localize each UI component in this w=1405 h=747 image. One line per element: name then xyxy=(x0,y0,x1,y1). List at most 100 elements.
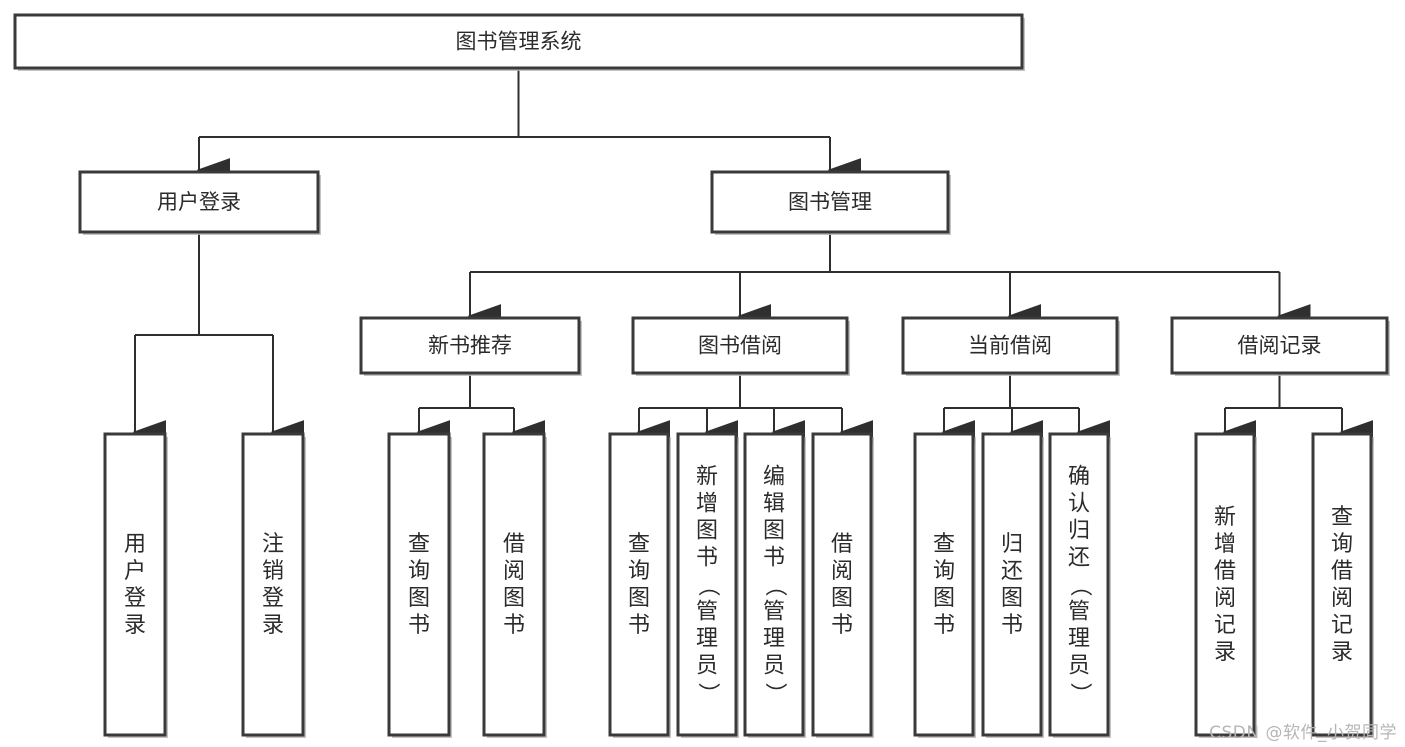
node-rect[interactable] xyxy=(811,432,873,737)
node-label-char: ） xyxy=(695,682,720,704)
node-label-char: 借 xyxy=(1331,559,1353,584)
node-rect[interactable] xyxy=(1311,432,1373,737)
node-label-char: 图 xyxy=(1001,586,1023,611)
node-rect[interactable] xyxy=(913,432,975,737)
node-label-char: 阅 xyxy=(503,559,525,584)
node-label-char: 员 xyxy=(763,654,785,679)
node-label-char: 增 xyxy=(696,492,718,517)
watermark-text: CSDN @软件_小贺同学 xyxy=(1209,723,1397,743)
node-label-char: 理 xyxy=(1068,627,1090,652)
node-rect[interactable] xyxy=(13,13,1024,70)
node-label-char: 阅 xyxy=(1331,586,1353,611)
node-label-char: 查 xyxy=(408,532,430,557)
node-label-char: 辑 xyxy=(763,492,785,517)
node-label-char: 查 xyxy=(933,532,955,557)
node-label-char: 管 xyxy=(1068,600,1090,625)
node-label-char: 图 xyxy=(763,519,785,544)
node-label-char: ） xyxy=(1067,682,1092,704)
node-label-char: 录 xyxy=(124,613,146,638)
node-label-char: 记 xyxy=(1331,613,1353,638)
node-book-borrow[interactable]: 图书借阅 xyxy=(631,316,850,376)
node-label-char: 图 xyxy=(933,586,955,611)
node-label-char: （ xyxy=(762,574,787,596)
node-rect[interactable] xyxy=(743,432,805,737)
node-label-char: 书 xyxy=(1001,613,1023,638)
node-label: 借阅记录 xyxy=(1238,334,1322,358)
node-label-char: 销 xyxy=(262,559,284,584)
node-label-char: 用 xyxy=(124,532,146,557)
node-label: 新书推荐 xyxy=(428,334,512,358)
node-rect[interactable] xyxy=(1170,316,1389,375)
node-rect[interactable] xyxy=(981,432,1043,737)
connector-layer xyxy=(132,68,1374,444)
node-label-char: 图 xyxy=(831,586,853,611)
node-label-char: ） xyxy=(762,682,787,704)
node-rect[interactable] xyxy=(631,316,849,375)
node-rect[interactable] xyxy=(241,432,305,737)
node-label-char: 借 xyxy=(831,532,853,557)
node-label-char: 借 xyxy=(1214,559,1236,584)
node-label-char: 询 xyxy=(933,559,955,584)
node-label-char: 登 xyxy=(262,586,284,611)
node-book-management[interactable]: 图书管理 xyxy=(710,170,951,235)
node-rect[interactable] xyxy=(78,170,320,234)
node-label-char: 阅 xyxy=(1214,586,1236,611)
node-label-char: 录 xyxy=(262,613,284,638)
node-label-char: 记 xyxy=(1214,613,1236,638)
node-rect[interactable] xyxy=(103,432,167,737)
node-label: 图书借阅 xyxy=(698,334,782,358)
node-label-char: 归 xyxy=(1001,532,1023,557)
node-label-char: 管 xyxy=(763,600,785,625)
node-label-char: 录 xyxy=(1331,640,1353,665)
node-label: 图书管理系统 xyxy=(456,30,582,54)
node-label-char: 书 xyxy=(628,613,650,638)
node-label-char: 还 xyxy=(1001,559,1023,584)
node-rect[interactable] xyxy=(901,316,1119,375)
node-rect[interactable] xyxy=(676,432,738,737)
node-label-char: 图 xyxy=(696,519,718,544)
node-label-char: （ xyxy=(1067,574,1092,596)
node-root[interactable]: 图书管理系统 xyxy=(13,13,1025,71)
node-borrow-records[interactable]: 借阅记录 xyxy=(1170,316,1390,376)
node-label-char: 登 xyxy=(124,586,146,611)
node-leaf-user-login[interactable]: 用户登录 xyxy=(103,432,168,738)
node-rect[interactable] xyxy=(710,170,950,234)
node-label-char: 询 xyxy=(408,559,430,584)
node-rect[interactable] xyxy=(1194,432,1256,737)
node-label-char: 认 xyxy=(1068,492,1090,517)
node-label-char: 书 xyxy=(503,613,525,638)
node-label-char: 书 xyxy=(696,546,718,571)
node-label-char: 书 xyxy=(831,613,853,638)
node-label-char: 图 xyxy=(628,586,650,611)
node-label-char: 阅 xyxy=(831,559,853,584)
node-current-borrow[interactable]: 当前借阅 xyxy=(901,316,1120,376)
node-label-char: 书 xyxy=(933,613,955,638)
node-new-book-recommend[interactable]: 新书推荐 xyxy=(359,316,582,376)
node-rect[interactable] xyxy=(482,432,546,737)
node-rect[interactable] xyxy=(359,316,581,375)
node-rect[interactable] xyxy=(608,432,670,737)
node-user-login[interactable]: 用户登录 xyxy=(78,170,321,235)
node-layer: 图书管理系统用户登录图书管理新书推荐图书借阅当前借阅借阅记录用户登录注销登录查询… xyxy=(13,13,1390,738)
node-label-char: 图 xyxy=(503,586,525,611)
node-label-char: 录 xyxy=(1214,640,1236,665)
node-rect[interactable] xyxy=(387,432,451,737)
node-label-char: 查 xyxy=(1331,505,1353,530)
node-rect[interactable] xyxy=(1048,432,1110,737)
node-label-char: 书 xyxy=(763,546,785,571)
node-label-char: 图 xyxy=(408,586,430,611)
